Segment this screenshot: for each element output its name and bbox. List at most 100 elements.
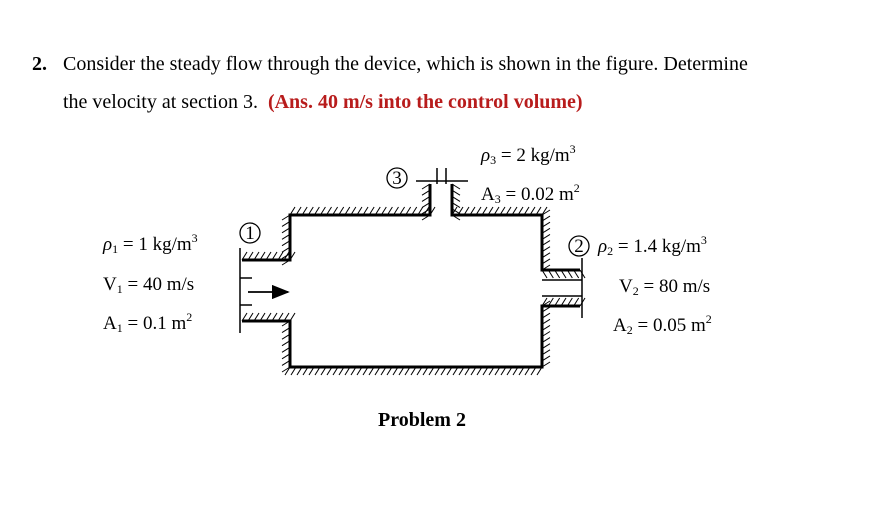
hatch-mark <box>541 258 551 265</box>
hatch-mark <box>277 312 284 322</box>
hatch-mark <box>281 327 291 333</box>
hatch-mark <box>277 251 284 261</box>
hatch-mark <box>541 343 551 350</box>
hatch-mark <box>500 366 507 376</box>
hatch-mark <box>380 366 387 376</box>
section-2-density: ρ2 = 1.4 kg/m3 <box>597 233 707 258</box>
hatch-mark <box>281 221 291 227</box>
hatch-mark <box>541 234 551 240</box>
hatch-mark <box>541 240 551 246</box>
hatch-mark <box>451 189 461 196</box>
section-3-number: 3 <box>392 168 402 189</box>
hatch-mark <box>398 366 405 376</box>
hatch-mark <box>481 206 488 216</box>
hatch-mark <box>541 246 551 253</box>
hatch-mark <box>512 366 519 376</box>
hatch-mark <box>308 366 315 376</box>
hatch-mark <box>281 227 291 234</box>
hatch-mark <box>281 233 291 240</box>
hatch-mark <box>451 195 461 202</box>
section-2-marker: 2 <box>568 235 590 257</box>
hatch-mark <box>541 355 551 362</box>
hatch-mark <box>320 206 326 216</box>
hatch-mark <box>281 259 291 266</box>
hatch-mark <box>541 306 551 313</box>
hatch-mark <box>421 183 431 190</box>
hatch-mark <box>289 251 296 261</box>
hatch-mark <box>386 206 393 216</box>
hatch-mark <box>259 251 266 261</box>
hatch-mark <box>410 366 417 376</box>
hatch-mark <box>541 331 551 337</box>
hatch-mark <box>247 312 254 322</box>
hatch-mark <box>523 206 530 216</box>
hatch-mark <box>535 206 542 216</box>
hatch-mark <box>281 366 291 373</box>
hatch-mark <box>399 206 405 216</box>
hatch-mark <box>457 206 464 216</box>
hatch-mark <box>434 366 441 376</box>
hatch-mark <box>554 297 561 307</box>
figure-caption: Problem 2 <box>378 409 466 431</box>
section-3-fitting <box>416 168 468 184</box>
hatch-mark <box>518 366 525 376</box>
hatch-mark <box>487 206 494 216</box>
section-3-density: ρ3 = 2 kg/m3 <box>480 142 576 167</box>
hatch-mark <box>404 366 411 376</box>
hatch-mark <box>524 366 531 376</box>
section-1-marker: 1 <box>239 222 261 244</box>
hatch-mark <box>332 366 339 376</box>
hatch-mark <box>494 366 501 376</box>
hatch-mark <box>541 252 551 259</box>
hatch-mark <box>429 206 436 216</box>
problem-text-line-2: the velocity at section 3.(Ans. 40 m/s i… <box>63 84 583 121</box>
hatch-mark <box>517 206 524 216</box>
hatch-mark <box>320 366 327 376</box>
hatch-mark <box>350 366 357 376</box>
hatch-mark <box>368 206 375 216</box>
hatch-mark <box>326 206 332 216</box>
section-3-area: A3 = 0.02 m2 <box>481 181 580 206</box>
hatch-mark <box>411 206 418 216</box>
hatch-mark <box>547 269 554 279</box>
hatch-mark <box>541 227 551 234</box>
section-2-fitting <box>542 258 583 318</box>
hatch-mark <box>541 264 551 271</box>
hatch-mark <box>281 333 291 340</box>
hatch-mark <box>469 206 476 216</box>
hatch-mark <box>421 208 431 215</box>
section-3-marker: 3 <box>386 167 408 189</box>
answer-text: (Ans. 40 m/s into the control volume) <box>267 91 583 113</box>
hatch-mark <box>313 206 320 216</box>
hatch-mark <box>374 366 381 376</box>
hatch-mark <box>405 206 412 216</box>
hatch-mark <box>529 206 536 216</box>
hatch-mark <box>421 202 431 209</box>
hatch-mark <box>541 297 548 307</box>
hatch-mark <box>393 206 399 216</box>
hatch-mark <box>541 206 548 216</box>
hatch-mark <box>344 206 351 216</box>
hatch-mark <box>560 269 567 279</box>
hatch-mark <box>475 206 482 216</box>
hatch-mark <box>326 366 333 376</box>
hatch-mark <box>344 366 351 376</box>
hatch-mark <box>470 366 477 376</box>
hatch-mark <box>541 269 548 279</box>
hatch-mark <box>458 366 465 376</box>
hatch-mark <box>265 312 272 322</box>
hatch-mark <box>301 206 308 216</box>
hatch-mark <box>386 366 393 376</box>
hatch-mark <box>289 312 296 322</box>
hatch-mark <box>464 366 471 376</box>
hatch-mark <box>307 206 314 216</box>
hatch-mark <box>554 269 561 279</box>
hatch-mark <box>451 202 461 209</box>
hatch-mark <box>493 206 500 216</box>
hatch-mark <box>281 360 291 366</box>
hatch-mark <box>541 312 551 319</box>
section-2-velocity: V2 = 80 m/s <box>619 276 710 298</box>
hatch-mark <box>283 312 290 322</box>
hatch-mark <box>541 349 551 356</box>
